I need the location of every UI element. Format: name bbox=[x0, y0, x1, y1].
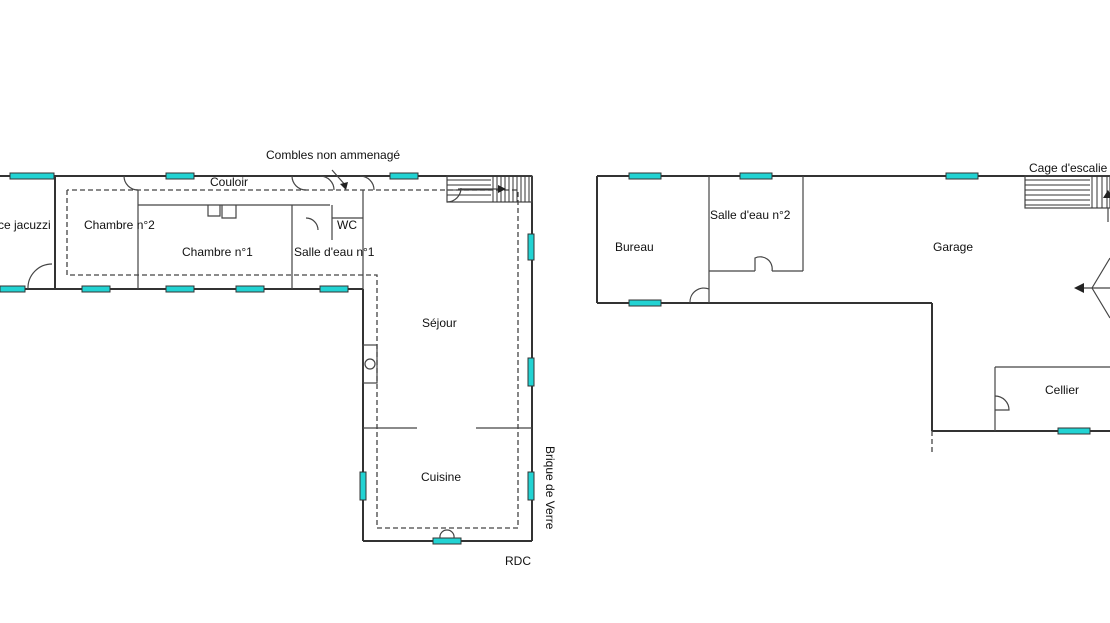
label-bureau: Bureau bbox=[615, 240, 654, 254]
label-couloir: Couloir bbox=[210, 175, 248, 189]
label-sejour: Séjour bbox=[422, 316, 457, 330]
label-chambre-2: Chambre n°2 bbox=[84, 218, 155, 232]
label-combles: Combles non ammenagé bbox=[266, 148, 400, 162]
label-cage-escalier: Cage d'escalie bbox=[1029, 161, 1108, 175]
label-jacuzzi: ce jacuzzi bbox=[0, 218, 51, 232]
label-rdc: RDC bbox=[505, 554, 531, 568]
label-salle-eau-1: Salle d'eau n°1 bbox=[294, 245, 375, 259]
label-salle-eau-2: Salle d'eau n°2 bbox=[710, 208, 791, 222]
label-cellier: Cellier bbox=[1045, 383, 1079, 397]
label-wc: WC bbox=[337, 218, 357, 232]
rdc-plan: Combles non ammenagé Couloir ce jacuzzi … bbox=[0, 148, 557, 568]
label-cuisine: Cuisine bbox=[421, 470, 461, 484]
label-chambre-1: Chambre n°1 bbox=[182, 245, 253, 259]
garage-plan: Cage d'escalie Bureau Salle d'eau n°2 Ga… bbox=[596, 161, 1110, 452]
label-garage: Garage bbox=[933, 240, 973, 254]
label-brique-de-verre: Brique de Verre bbox=[543, 446, 557, 530]
